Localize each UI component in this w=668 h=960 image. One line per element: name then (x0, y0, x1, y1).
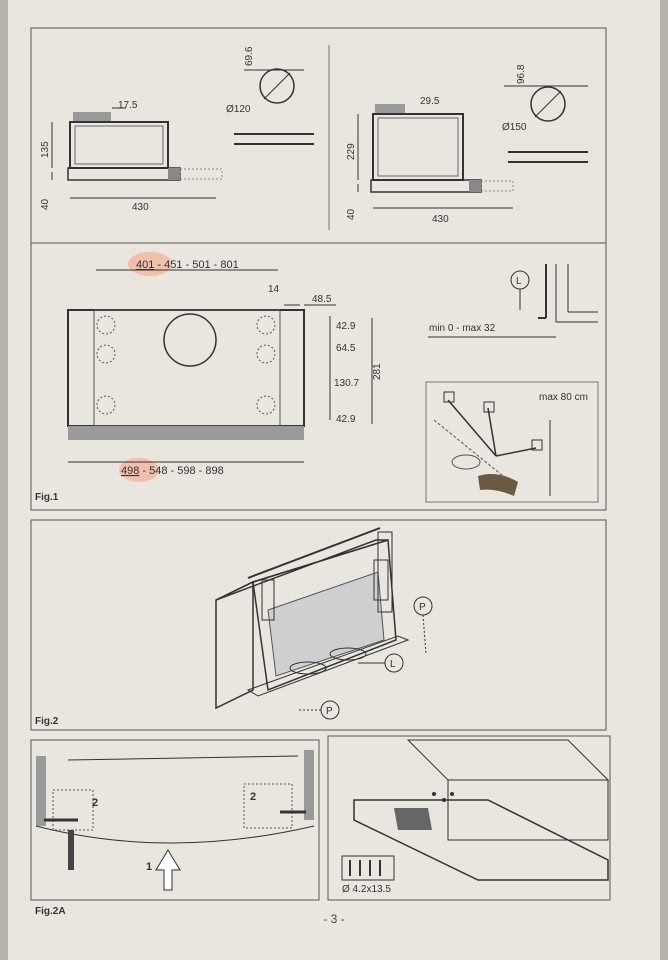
page-number: - 3 - (323, 912, 345, 926)
fig1-front-view (67, 252, 373, 482)
manual-page: 17.5 135 40 430 69.6 Ø120 29.5 229 40 43… (8, 0, 660, 960)
fig1-right-dim-width: 430 (432, 214, 449, 225)
fig2a-frame (30, 739, 320, 901)
fig2a-step-right: 2 (250, 791, 256, 803)
fig1-top-width-rest: - 451 - 501 - 801 (154, 259, 238, 271)
fig1-detail-l (428, 264, 598, 338)
fig1-detail-l-range: min 0 - max 32 (429, 323, 496, 334)
fig2-hood-illustration (215, 527, 433, 720)
fig2a-right-illustration (341, 739, 610, 881)
fig1-label: Fig.1 (35, 492, 59, 503)
fig1-right-side-view (357, 85, 588, 209)
fig1-left-dim-height: 135 (40, 141, 51, 158)
fig1-left-duct-diameter: Ø120 (226, 104, 251, 115)
fig1-bottom-width: 498 - 548 - 598 - 898 (121, 465, 224, 477)
fig2a-step-left: 2 (92, 797, 98, 809)
fig1-left-dim-width: 430 (132, 202, 149, 213)
fig2-marker-l: L (390, 659, 396, 670)
fig1-dim-42-9-bottom: 42.9 (336, 414, 356, 425)
fig1-top-width-underlined: 401 (136, 259, 154, 271)
fig2a-step-push: 1 (146, 861, 152, 873)
fig1-dim-14: 14 (268, 284, 280, 295)
fig1-dim-42-9-top: 42.9 (336, 321, 356, 332)
fig1-right-duct-offset: 96.8 (516, 64, 527, 84)
fig1-dim-48-5: 48.5 (312, 294, 332, 305)
fig1-dim-130-7: 130.7 (334, 378, 359, 389)
fig2-frame (30, 519, 607, 731)
fig1-left-side-view (51, 68, 314, 199)
fig2a-right-frame (327, 735, 611, 901)
fig2-marker-p-bottom: P (326, 706, 333, 717)
fig2a-left-illustration (35, 750, 315, 891)
fig2-marker-p-top: P (419, 602, 426, 613)
fig1-left-dim-base: 40 (40, 198, 51, 210)
fig1-dim-64-5: 64.5 (336, 343, 356, 354)
fig1-install-detail (425, 381, 599, 503)
fig1-bottom-width-rest: - 548 - 598 - 898 (139, 465, 223, 477)
fig2a-screw-size: Ø 4.2x13.5 (342, 884, 391, 895)
fig1-right-dim-top: 29.5 (420, 96, 440, 107)
fig2a-label: Fig.2A (35, 906, 66, 917)
fig1-right-dim-base: 40 (346, 208, 357, 220)
fig1-top-width: 401 - 451 - 501 - 801 (136, 259, 239, 271)
fig1-dim-281: 281 (372, 363, 383, 380)
fig1-right-dim-height: 229 (346, 143, 357, 160)
fig1-install-max: max 80 cm (539, 392, 588, 403)
fig1-frame (30, 27, 607, 511)
fig1-bottom-width-underlined: 498 (121, 465, 139, 477)
fig1-right-duct-diameter: Ø150 (502, 122, 527, 133)
fig2-label: Fig.2 (35, 716, 59, 727)
fig1-detail-l-marker: L (516, 276, 522, 287)
manual-illustrations: 17.5 135 40 430 69.6 Ø120 29.5 229 40 43… (30, 27, 611, 917)
fig1-left-duct-offset: 69.6 (244, 46, 255, 66)
fig1-left-dim-top: 17.5 (118, 100, 138, 111)
